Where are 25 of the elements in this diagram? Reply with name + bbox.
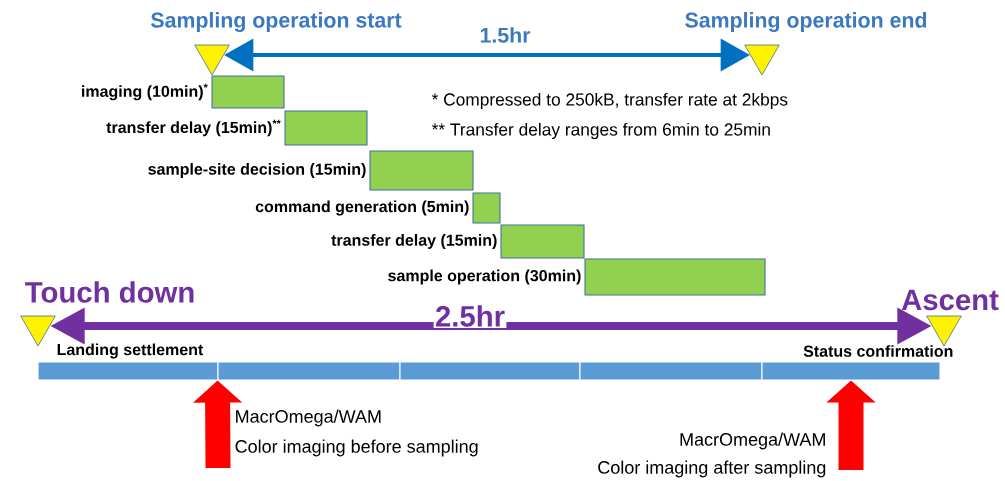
- note-text: Color imaging after sampling: [598, 460, 826, 478]
- task-label: command generation (5min): [255, 200, 469, 216]
- timeline-segment: [761, 361, 941, 381]
- task-label: imaging (10min)$^{*}$: [82, 83, 208, 101]
- note-text: Color imaging before sampling: [235, 439, 478, 457]
- task-label: transfer delay (15min): [331, 234, 497, 249]
- task-label: sample-site decision (15min): [148, 163, 366, 178]
- phase-label: Status confirmation: [803, 345, 953, 357]
- task-label: sample operation (30min): [388, 269, 581, 285]
- edge-label: 1.5hr: [478, 25, 532, 45]
- task-label: transfer delay (15min)$^{**}$: [106, 119, 281, 137]
- instrument-label: MacrOmega/WAM: [236, 409, 381, 427]
- instrument-label: MacrOmega/WAM: [680, 432, 825, 450]
- footnote: ** Transfer delay ranges from 6min to 25min: [431, 122, 770, 140]
- footnote: * Compressed to 250kB, transfer rate at 2kbps: [431, 92, 788, 110]
- timeline-segment: [579, 361, 763, 381]
- phase-label: Landing settlement: [57, 343, 204, 359]
- heading: Sampling operation start: [150, 12, 402, 32]
- timeline-segment: [399, 361, 581, 381]
- heading: Touch down: [25, 281, 194, 303]
- timeline-segment: [37, 361, 219, 381]
- heading: Sampling operation end: [685, 12, 927, 32]
- heading: Ascent: [901, 289, 999, 311]
- edge-label: 2.5hr: [433, 303, 507, 329]
- timeline-segment: [217, 361, 401, 381]
